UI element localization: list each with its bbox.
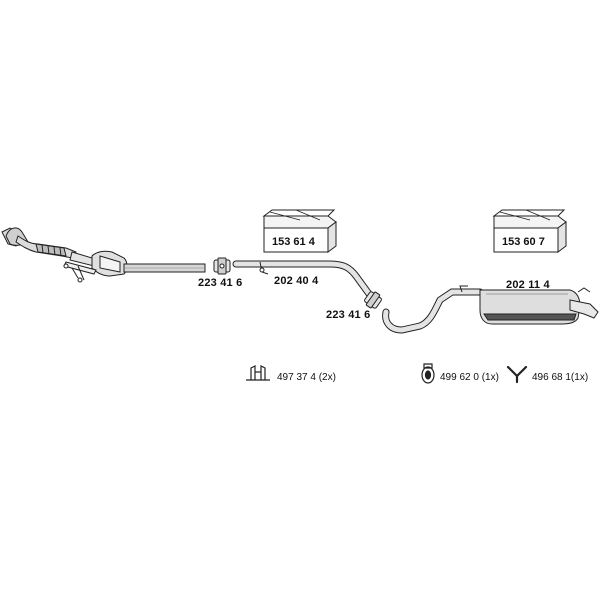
part-label-clamp-2: 223 41 6 <box>326 309 370 321</box>
y-hanger-icon <box>506 365 528 384</box>
box-1-part-number: 153 61 4 <box>272 236 316 248</box>
box-2-part-number: 153 60 7 <box>502 236 545 248</box>
middle-pipe <box>232 260 376 302</box>
rear-muffler-assembly <box>382 285 599 334</box>
mounting-bracket-icon <box>246 365 270 381</box>
accessory-3-label: 496 68 1(1x) <box>532 372 588 383</box>
catalytic-converter-assembly <box>1 227 206 283</box>
rubber-ring-icon <box>421 363 435 384</box>
accessory-2-label: 499 62 0 (1x) <box>440 372 499 383</box>
clamp-1 <box>213 257 231 275</box>
part-label-middle-pipe: 202 40 4 <box>274 275 319 287</box>
part-label-clamp-1: 223 41 6 <box>198 277 242 289</box>
accessory-1-label: 497 37 4 (2x) <box>277 372 336 383</box>
part-box-1: 153 61 4 <box>262 209 337 253</box>
part-box-2: 153 60 7 <box>492 209 567 253</box>
accessory-2: 499 62 0 (1x) <box>421 363 499 384</box>
clamp-2 <box>364 291 382 309</box>
accessory-3: 496 68 1(1x) <box>506 365 588 384</box>
part-label-rear-muffler: 202 11 4 <box>506 279 550 291</box>
accessory-1: 497 37 4 (2x) <box>246 365 336 383</box>
